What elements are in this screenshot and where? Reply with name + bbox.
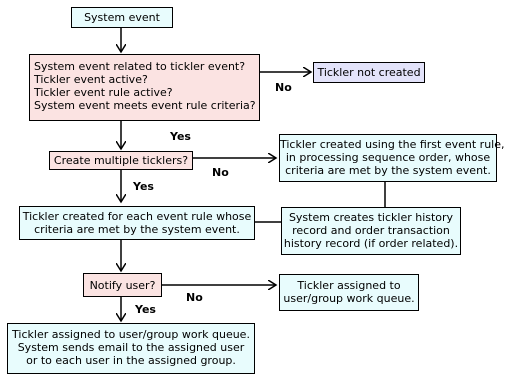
system-event-box: System event	[71, 7, 173, 28]
assigned-email-line-1: Tickler assigned to user/group work queu…	[12, 328, 250, 341]
system-event-text: System event	[84, 11, 160, 24]
assigned-email-line-2: System sends email to the assigned user	[17, 341, 245, 354]
label-no-2: No	[212, 166, 229, 179]
decision-tickler-event-box: System event related to tickler event? T…	[29, 54, 260, 121]
label-yes-2: Yes	[133, 180, 154, 193]
notify-user-text: Notify user?	[89, 279, 156, 292]
label-yes-1: Yes	[170, 130, 191, 143]
create-multiple-box: Create multiple ticklers?	[49, 151, 193, 170]
each-rule-line-2: criteria are met by the system event.	[34, 223, 240, 236]
first-rule-line-1: Tickler created using the first event ru…	[280, 138, 505, 151]
first-rule-line-3: criteria are met by the system event.	[285, 164, 491, 177]
tickler-not-created-text: Tickler not created	[317, 66, 421, 79]
history-line-1: System creates tickler history	[288, 211, 454, 224]
assigned-email-line-3: or to each user in the assigned group.	[26, 354, 236, 367]
assigned-queue-line-1: Tickler assigned to	[297, 279, 401, 292]
history-line-2: record and order transaction	[292, 224, 450, 237]
assigned-email-box: Tickler assigned to user/group work queu…	[7, 323, 255, 374]
decision-line-2: Tickler event active?	[34, 73, 148, 86]
assigned-queue-line-2: user/group work queue.	[283, 292, 415, 305]
label-no-3: No	[186, 291, 203, 304]
history-box: System creates tickler history record an…	[281, 207, 461, 255]
each-rule-box: Tickler created for each event rule whos…	[19, 206, 255, 240]
tickler-not-created-box: Tickler not created	[313, 62, 425, 83]
first-rule-line-2: in processing sequence order, whose	[285, 151, 491, 164]
decision-line-3: Tickler event rule active?	[34, 86, 173, 99]
decision-line-4: System event meets event rule criteria?	[34, 99, 256, 112]
history-line-3: history record (if order related).	[283, 237, 459, 250]
label-no-1: No	[275, 81, 292, 94]
create-multiple-text: Create multiple ticklers?	[53, 154, 189, 167]
first-rule-box: Tickler created using the first event ru…	[279, 134, 505, 182]
decision-line-1: System event related to tickler event?	[34, 60, 246, 73]
label-yes-3: Yes	[135, 303, 156, 316]
assigned-queue-box: Tickler assigned to user/group work queu…	[279, 274, 419, 311]
notify-user-box: Notify user?	[83, 273, 162, 297]
each-rule-line-1: Tickler created for each event rule whos…	[22, 210, 252, 223]
